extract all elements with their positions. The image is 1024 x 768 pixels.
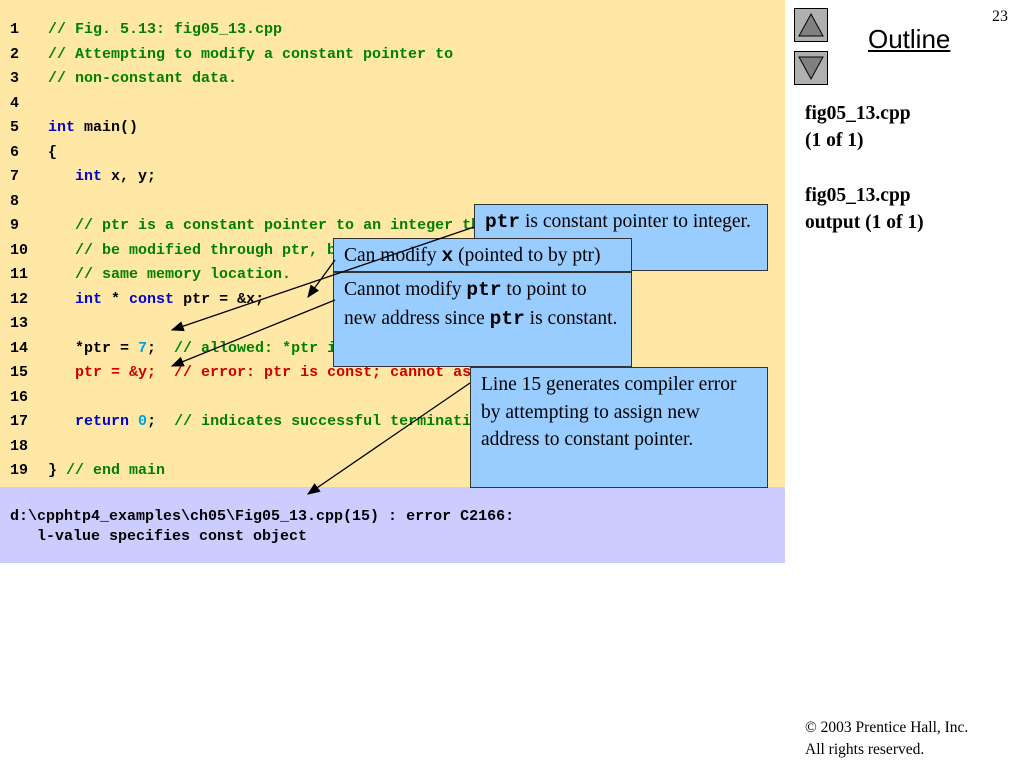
callout-text: is constant.	[524, 307, 618, 329]
slide-number: 23	[992, 8, 1008, 25]
up-arrow-icon	[798, 12, 824, 37]
code-text: int * const ptr = &x;	[48, 288, 264, 312]
line-number: 1	[10, 21, 20, 38]
code-token: // ptr is a constant pointer to an integ…	[75, 217, 535, 234]
line-number: 7	[10, 168, 20, 185]
line-number: 6	[10, 143, 20, 161]
code-token: // Attempting to modify a constant point…	[48, 45, 454, 63]
code-text: // Attempting to modify a constant point…	[48, 43, 453, 67]
line-number: 14	[10, 339, 29, 357]
side-page-label: (1 of 1)	[805, 130, 864, 151]
code-text: int main()	[48, 116, 138, 140]
code-text: } // end main	[48, 459, 165, 483]
code-text: // non-constant data.	[48, 67, 237, 91]
code-token: 0	[138, 413, 148, 430]
line-number: 2	[10, 45, 20, 63]
callout-text: Can modify	[344, 245, 442, 266]
code-token: // Fig. 5.13: fig05_13.cpp	[48, 21, 283, 38]
code-text: // ptr is a constant pointer to an integ…	[48, 214, 534, 238]
line-number: 4	[10, 94, 20, 112]
code-text: // same memory location.	[48, 263, 291, 287]
line-number: 13	[10, 315, 29, 332]
code-token: int	[75, 290, 103, 308]
side-output-page-label: output (1 of 1)	[805, 212, 924, 233]
callout-cannot-modify-ptr: Cannot modify ptr to point to new addres…	[333, 272, 632, 367]
code-token: main()	[75, 119, 139, 136]
line-number: 10	[10, 241, 29, 259]
line-number: 3	[10, 70, 20, 87]
code-token: ;	[147, 339, 175, 357]
code-text: int x, y;	[48, 165, 156, 189]
callout-text: (pointed to by ptr) since x not constant…	[458, 245, 601, 266]
code-token	[48, 291, 75, 308]
code-token: }	[48, 462, 67, 479]
code-token: *ptr =	[48, 339, 139, 357]
side-output-file-label: fig05_13.cpp	[805, 185, 911, 206]
line-number: 8	[10, 192, 20, 210]
copyright-line-1: 2003 Prentice Hall, Inc.	[816, 719, 969, 736]
next-slide-button[interactable]	[794, 51, 828, 85]
code-text: {	[48, 141, 57, 165]
outline-link[interactable]: Outline	[868, 24, 951, 54]
code-token: int	[48, 119, 76, 136]
callout-modify-x: Can modify x (pointed to by ptr) since x…	[333, 238, 632, 272]
side-file-label: fig05_13.cpp	[805, 103, 911, 124]
code-text: ptr = &y; // error: ptr is const; cannot…	[48, 361, 615, 385]
code-token	[48, 168, 75, 185]
code-text: return 0; // indicates successful termin…	[48, 410, 489, 434]
code-token: // non-constant data.	[48, 70, 238, 87]
code-token	[48, 364, 75, 381]
callout-code: ptr	[489, 307, 525, 330]
code-token: // same memory location.	[75, 266, 292, 283]
code-token: // end main	[66, 462, 166, 479]
code-token: // indicates successful termination	[174, 413, 490, 430]
line-number: 18	[10, 437, 29, 455]
copyright: © 2003 Prentice Hall, Inc. All rights re…	[805, 717, 968, 761]
line-number: 11	[10, 266, 29, 283]
code-text: // Fig. 5.13: fig05_13.cpp	[48, 18, 282, 42]
callout-text: Line 15 generates compiler error by atte…	[481, 374, 737, 450]
code-token: ptr = &x;	[174, 290, 265, 308]
callout-code: x	[441, 245, 454, 267]
code-token: x, y;	[102, 168, 157, 185]
code-token: int	[75, 168, 103, 185]
line-number: 5	[10, 119, 20, 136]
copyright-symbol: ©	[805, 719, 817, 736]
program-output: d:\cpphtp4_examples\ch05\Fig05_13.cpp(15…	[0, 487, 785, 563]
code-token	[48, 266, 75, 283]
line-number: 15	[10, 364, 29, 381]
code-token: 7	[138, 339, 148, 357]
previous-slide-button[interactable]	[794, 8, 828, 42]
code-token: {	[48, 143, 58, 161]
line-number: 12	[10, 290, 29, 308]
code-token	[129, 413, 138, 430]
callout-code: ptr	[466, 279, 502, 301]
callout-code: ptr	[485, 211, 521, 233]
code-token	[48, 242, 75, 259]
copyright-line-2: All rights reserved.	[805, 741, 925, 758]
code-token: *	[102, 290, 130, 308]
callout-text: is constant pointer to integer.	[520, 211, 751, 232]
code-token: return	[75, 413, 130, 430]
code-token: ptr = &y;	[75, 364, 175, 381]
output-line-2: l-value specifies const object	[10, 528, 308, 545]
line-number: 9	[10, 217, 20, 234]
callout-line15-error: Line 15 generates compiler error by atte…	[470, 367, 768, 488]
line-number: 19	[10, 462, 29, 479]
code-token	[48, 413, 75, 430]
line-number: 17	[10, 413, 29, 430]
code-token: const	[129, 290, 175, 308]
code-token	[48, 217, 75, 234]
down-arrow-icon	[798, 56, 824, 81]
callout-text: Cannot modify	[344, 279, 467, 300]
code-token: ;	[147, 413, 175, 430]
output-line-1: d:\cpphtp4_examples\ch05\Fig05_13.cpp(15…	[10, 508, 515, 525]
line-number: 16	[10, 388, 29, 406]
